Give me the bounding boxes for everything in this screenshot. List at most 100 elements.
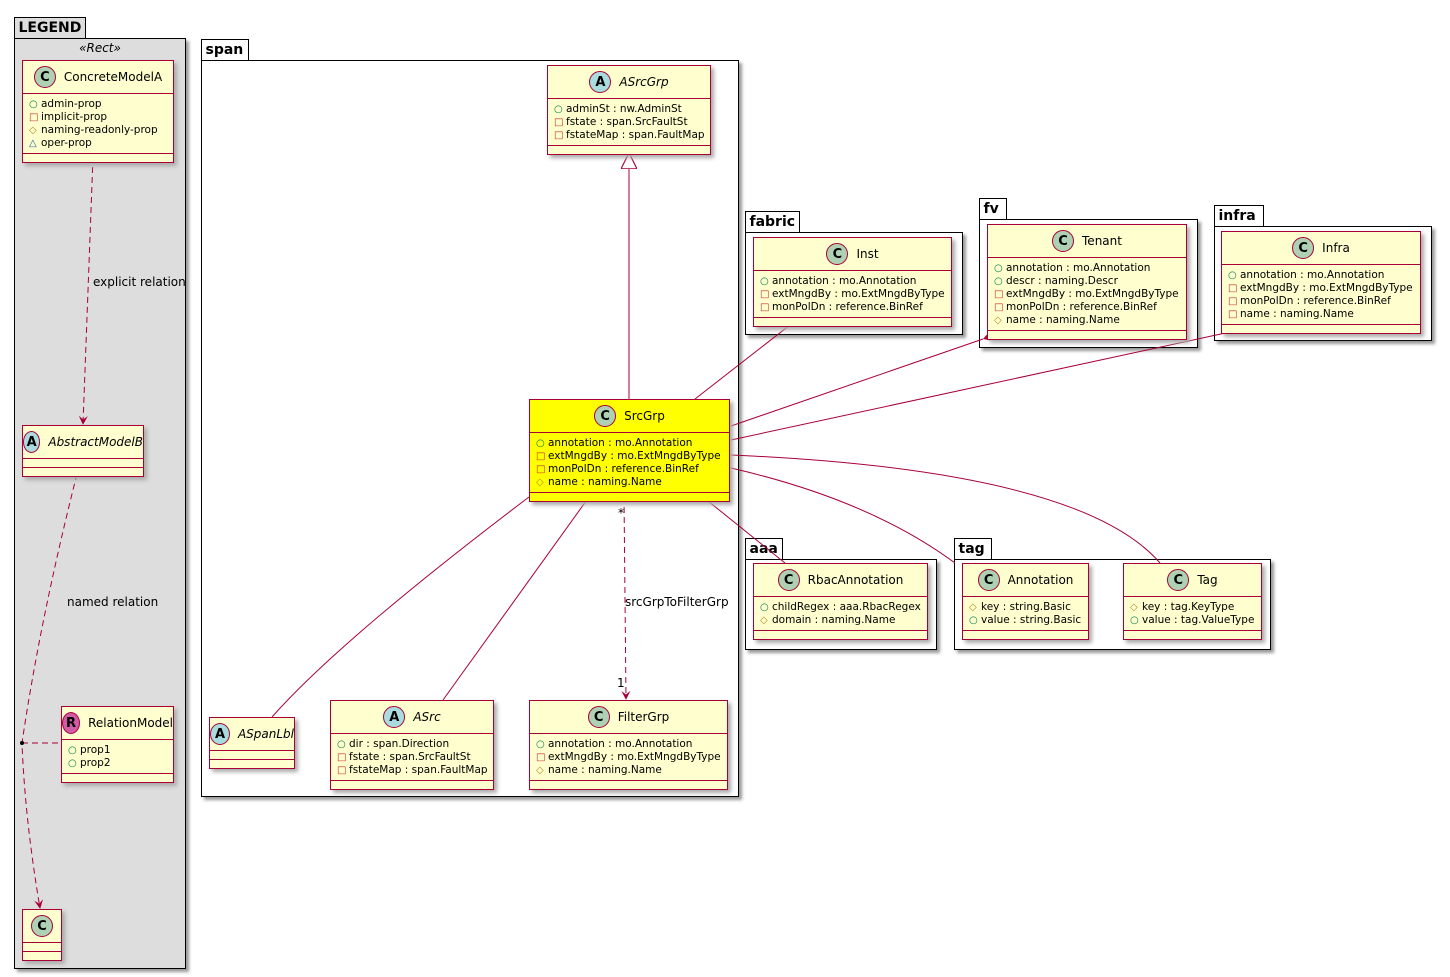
class-methods [988,330,1186,339]
class-name: Tag [1197,573,1218,587]
attribute-text: monPolDn : reference.BinRef [1240,295,1391,307]
visibility-icon: □ [554,117,564,128]
edge-annotation [717,462,956,564]
attribute-text: descr : naming.Descr [1006,275,1118,287]
class-attributes: ○annotation : mo.Annotation□extMngdBy : … [530,432,729,492]
attribute-text: key : tag.KeyType [1142,601,1235,613]
class-kind-icon: C [826,243,849,265]
visibility-icon: ◇ [760,615,768,626]
class-methods [754,630,927,639]
class-name: FilterGrp [617,710,670,724]
attribute-row: □implicit-prop [29,111,167,124]
attribute-row: △oper-prop [29,137,167,150]
class-aspanlbl[interactable]: A ASpanLbl [209,717,295,769]
attribute-row: □fstateMap : span.FaultMap [554,129,705,142]
class-header: C [23,910,61,942]
visibility-icon: ○ [1130,615,1139,626]
package-stereotype: «Rect» [79,41,121,55]
visibility-icon: ○ [994,276,1003,287]
attribute-text: name : naming.Name [1006,314,1120,326]
visibility-icon: □ [760,289,770,300]
attribute-row: ◇ domain : naming.Name [760,614,921,627]
attribute-row: □extMngdBy : mo.ExtMngdByType [536,751,721,764]
attribute-text: name : naming.Name [1240,308,1354,320]
visibility-icon: □ [1228,309,1238,320]
attribute-text: extMngdBy : mo.ExtMngdByType [772,288,945,300]
attribute-row: ○annotation : mo.Annotation [760,275,945,288]
visibility-icon: ◇ [536,765,544,776]
class-name: Inst [856,247,879,261]
attribute-row: ○prop2 [68,757,167,770]
class-attributes: ○adminSt : nw.AdminSt□fstate : span.SrcF… [548,98,710,145]
attribute-row: ○value : tag.ValueType [1130,614,1255,627]
attribute-row: ○admin-prop [29,98,167,111]
class-methods [530,492,729,501]
class-kind-icon: C [1292,237,1315,259]
class-infra[interactable]: C Infra ○annotation : mo.Annotation□extMng… [1221,231,1421,334]
attribute-text: monPolDn : reference.BinRef [548,463,699,475]
class-methods [23,153,173,162]
attribute-text: prop1 [80,744,111,756]
class-attributes: ○prop1○prop2 [62,739,173,773]
attribute-text: name : naming.Name [548,476,662,488]
attribute-row: □monPolDn : reference.BinRef [760,301,945,314]
class-name: Infra [1322,241,1350,255]
visibility-icon: ○ [994,263,1003,274]
class-kind-icon: A [589,71,612,93]
class-kind-icon: A [383,706,406,728]
attribute-text: value : string.Basic [981,614,1082,626]
class-name: ASpanLbl [237,727,294,741]
attribute-text: admin-prop [41,98,102,110]
attribute-text: fstate : span.SrcFaultSt [566,116,688,128]
class-c[interactable]: C [22,909,62,961]
class-name: ASrcGrp [619,75,669,89]
visibility-icon: □ [337,752,347,763]
class-attributes [23,458,143,467]
attribute-row: □monPolDn : reference.BinRef [994,301,1180,314]
attribute-row: ◇name : naming.Name [994,314,1180,327]
attribute-row: □monPolDn : reference.BinRef [536,463,723,476]
class-attributes: ○annotation : mo.Annotation□extMngdBy : … [1222,264,1420,324]
package-label: span [200,39,249,60]
class-attributes: ○dir : span.Direction□fstate : span.SrcF… [331,733,493,780]
class-methods [530,780,727,789]
class-asrcgrp[interactable]: A ASrcGrp ○adminSt : nw.AdminSt□fstate : s… [547,65,711,155]
attribute-text: naming-readonly-prop [41,124,158,136]
class-kind-icon: A [210,723,230,745]
visibility-icon: ○ [760,276,769,287]
attribute-text: extMngdBy : mo.ExtMngdByType [548,751,721,763]
attribute-row: □extMngdBy : mo.ExtMngdByType [1228,282,1414,295]
attribute-text: domain : naming.Name [772,614,896,626]
attribute-text: extMngdBy : mo.ExtMngdByType [1006,288,1179,300]
visibility-icon: □ [1228,283,1238,294]
class-name: AbstractModelB [48,435,143,449]
class-kind-icon: C [31,915,53,937]
class-attributes: ○childRegex : aaa.RbacRegex◇domain : nam… [754,596,927,630]
visibility-icon: ◇ [536,477,544,488]
attribute-text: annotation : mo.Annotation [772,275,917,287]
attribute-text: key : string.Basic [981,601,1071,613]
class-header: A ASrcGrp [548,66,710,98]
visibility-icon: ○ [29,99,38,110]
relation-junction-dot [20,741,24,745]
attribute-text: annotation : mo.Annotation [1240,269,1385,281]
edge-tag [717,450,1161,564]
visibility-icon: □ [536,752,546,763]
attribute-text: fstateMap : span.FaultMap [349,764,488,776]
visibility-icon: ○ [760,602,769,613]
class-inst[interactable]: C Inst ○annotation : mo.Annotation□extMngd… [753,237,952,327]
